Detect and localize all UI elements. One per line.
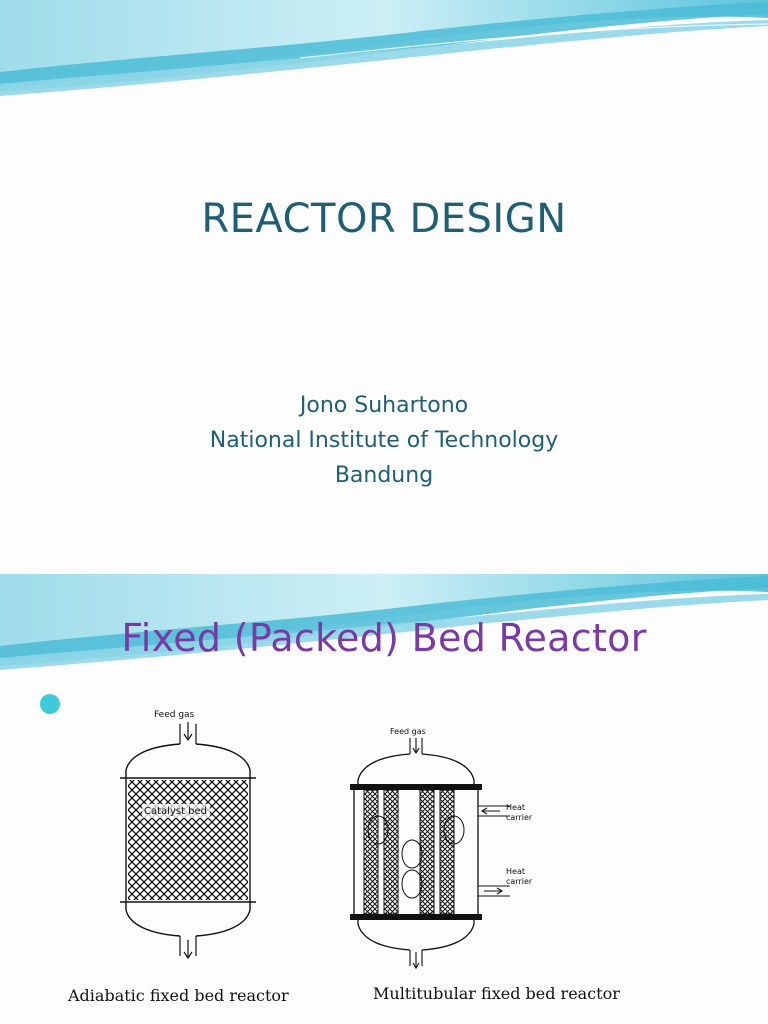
outlet-arrow-icon <box>412 952 420 970</box>
multitubular-reactor-diagram: Feed gas Heat carrier Heat carrier <box>350 727 533 970</box>
heat-carrier-in-label-1: Heat <box>506 803 525 812</box>
heat-carrier-out-label-1: Heat <box>506 867 525 876</box>
author-block: Jono Suhartono National Institute of Tec… <box>0 388 768 493</box>
catalyst-bed-label: Catalyst bed <box>144 806 207 817</box>
header-swoosh-decoration <box>0 0 768 96</box>
adiabatic-reactor-diagram: Feed gas Catalyst bed <box>120 710 256 960</box>
feed-gas-label: Feed gas <box>154 710 195 720</box>
heat-carrier-out-label-2: carrier <box>506 877 533 886</box>
title-slide: REACTOR DESIGN Jono Suhartono National I… <box>0 0 768 493</box>
multitubular-caption: Multitubular fixed bed reactor <box>373 984 620 1003</box>
heat-out-arrow-icon <box>484 887 504 895</box>
header-swoosh-decoration <box>0 574 768 670</box>
author-name: Jono Suhartono <box>299 393 469 418</box>
content-slide: Fixed (Packed) Bed Reactor Feed gas Cata… <box>0 574 768 1024</box>
heat-in-arrow-icon <box>480 807 500 815</box>
city-name: Bandung <box>334 463 434 488</box>
inlet-arrow-icon <box>412 738 420 755</box>
slide-title: Fixed (Packed) Bed Reactor <box>121 616 647 660</box>
presentation-title: REACTOR DESIGN <box>201 196 567 242</box>
outlet-arrow-icon <box>183 940 193 960</box>
feed-gas-label: Feed gas <box>390 727 426 736</box>
adiabatic-caption: Adiabatic fixed bed reactor <box>68 986 289 1005</box>
inlet-arrow-icon <box>183 722 193 742</box>
institution-name: National Institute of Technology <box>209 428 559 453</box>
heat-carrier-in-label-2: carrier <box>506 813 533 822</box>
bullet-point <box>40 694 60 714</box>
catalyst-bed <box>128 780 248 900</box>
